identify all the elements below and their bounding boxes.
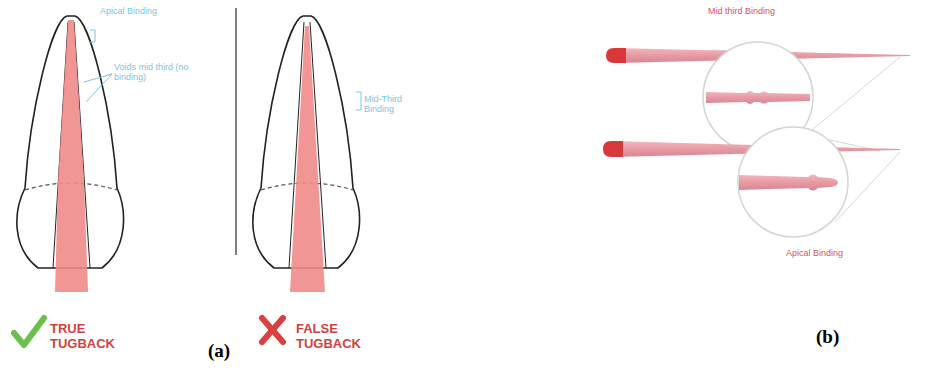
region-label: Voids mid third (no binding) — [114, 62, 196, 83]
verdict-label: FALSE TUGBACK — [296, 322, 376, 352]
tooth-false-tugback — [253, 16, 361, 292]
magnified-label: Mid third Binding — [708, 6, 828, 16]
divider-line — [235, 8, 237, 255]
region-label: Mid-Third Binding — [364, 94, 424, 115]
gutta-percha-cone-apical — [603, 127, 900, 237]
check-mark — [14, 318, 44, 345]
tooth-true-tugback — [17, 16, 124, 292]
region-label: Apical Binding — [100, 6, 210, 16]
gutta-percha-cone-mid — [606, 42, 910, 152]
verdict-label: TRUE TUGBACK — [50, 322, 130, 352]
cross-mark — [262, 318, 283, 342]
magnified-label: Apical Binding — [786, 248, 886, 258]
panel-label: (a) — [208, 340, 248, 362]
panel-label: (b) — [816, 326, 856, 348]
